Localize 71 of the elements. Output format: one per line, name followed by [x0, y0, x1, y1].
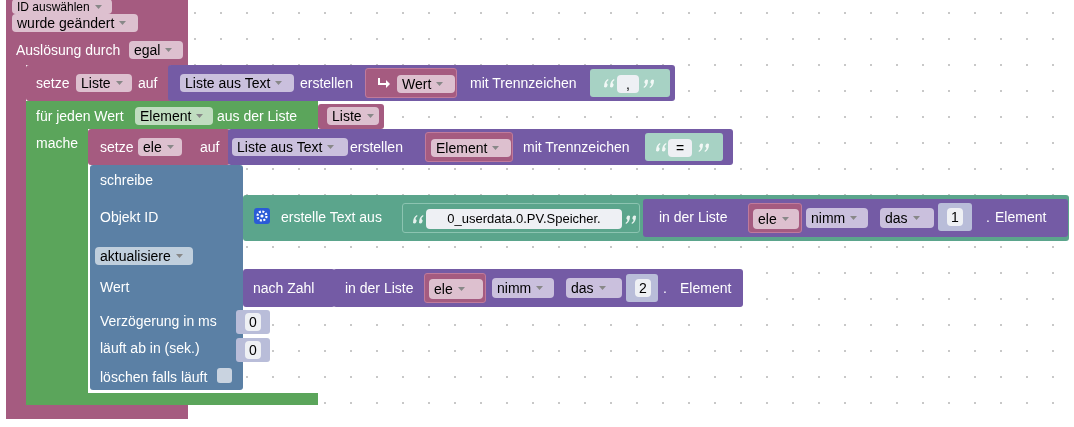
- text-block: [402, 203, 640, 233]
- block-label: setze: [100, 138, 134, 156]
- dropdown-field: wurde geändert: [12, 14, 138, 32]
- dropdown-field: Liste: [76, 74, 132, 92]
- dropdown-field: ele: [429, 279, 483, 299]
- dropdown-field: ele: [753, 209, 799, 229]
- block-label: Element: [995, 208, 1047, 226]
- text-block: [645, 133, 723, 161]
- number-field: 0: [245, 313, 261, 331]
- dropdown-field: Element: [135, 107, 213, 125]
- number-block: [236, 310, 270, 334]
- dropdown-field: Liste aus Text: [232, 138, 348, 156]
- block-label: erstelle Text aus: [281, 208, 382, 226]
- list-item-block: [643, 199, 1068, 237]
- dropdown-field: nimm: [806, 208, 868, 228]
- block-label: mit Trennzeichen: [470, 74, 577, 92]
- block-label: mache: [36, 134, 79, 152]
- dropdown-field: ele: [138, 138, 182, 156]
- block-label: .: [986, 208, 990, 226]
- block-label: erstellen: [300, 74, 353, 92]
- block-label: läuft ab in (sek.): [100, 339, 200, 357]
- list-item-block: [333, 269, 743, 307]
- dropdown-field: aktualisiere: [95, 247, 193, 265]
- number-block: [938, 203, 972, 231]
- to-number-block: [243, 269, 335, 307]
- number-block: [236, 338, 270, 362]
- dropdown-field: ID auswählen: [12, 0, 112, 14]
- block-label: auf: [138, 74, 158, 92]
- dropdown-field: Element: [431, 139, 511, 157]
- number-block: [626, 274, 658, 302]
- block-label: Element: [680, 279, 732, 297]
- create-text-block: [243, 195, 1069, 241]
- variable-block: [425, 132, 513, 162]
- block-label: erstellen: [350, 138, 403, 156]
- number-field: 2: [635, 279, 651, 297]
- block-label: Objekt ID: [100, 208, 159, 226]
- block-label: schreibe: [100, 171, 153, 189]
- variable-block: [424, 273, 486, 303]
- dropdown-field: das: [566, 278, 622, 298]
- block-label: .: [663, 279, 667, 297]
- block-label: Verzögerung in ms: [100, 312, 217, 330]
- set-variable-block: [88, 129, 230, 165]
- dropdown-field: Liste aus Text: [180, 74, 294, 92]
- split-text-block: [228, 129, 733, 165]
- dropdown-field: das: [880, 208, 934, 228]
- text-field: ,: [617, 75, 639, 93]
- variable-block: [365, 68, 457, 98]
- dropdown-field: nimm: [492, 278, 554, 298]
- split-text-block: [168, 65, 675, 101]
- block-label: für jeden Wert: [36, 107, 124, 125]
- variable-block: [748, 203, 802, 233]
- block-label: Wert: [100, 278, 130, 296]
- block-label: löschen falls läuft: [100, 368, 208, 386]
- block-label: aus der Liste: [217, 107, 298, 125]
- block-label: setze: [36, 74, 70, 92]
- variable-block: [318, 104, 384, 129]
- text-field: 0_userdata.0.PV.Speicher.: [426, 209, 622, 229]
- dropdown-field: egal: [129, 41, 183, 59]
- number-field: 1: [947, 208, 963, 226]
- block-label: in der Liste: [345, 279, 414, 297]
- block-label: Auslösung durch: [16, 41, 121, 59]
- dropdown-field: Wert: [397, 75, 455, 93]
- block-label: in der Liste: [659, 208, 728, 226]
- write-state-block: [90, 165, 243, 390]
- number-field: 0: [245, 341, 261, 359]
- dropdown-field: Liste: [327, 107, 379, 125]
- text-block: [590, 69, 670, 97]
- block-label: auf: [200, 138, 220, 156]
- text-field: =: [668, 139, 692, 157]
- block-label: nach Zahl: [253, 279, 315, 297]
- block-label: mit Trennzeichen: [523, 138, 630, 156]
